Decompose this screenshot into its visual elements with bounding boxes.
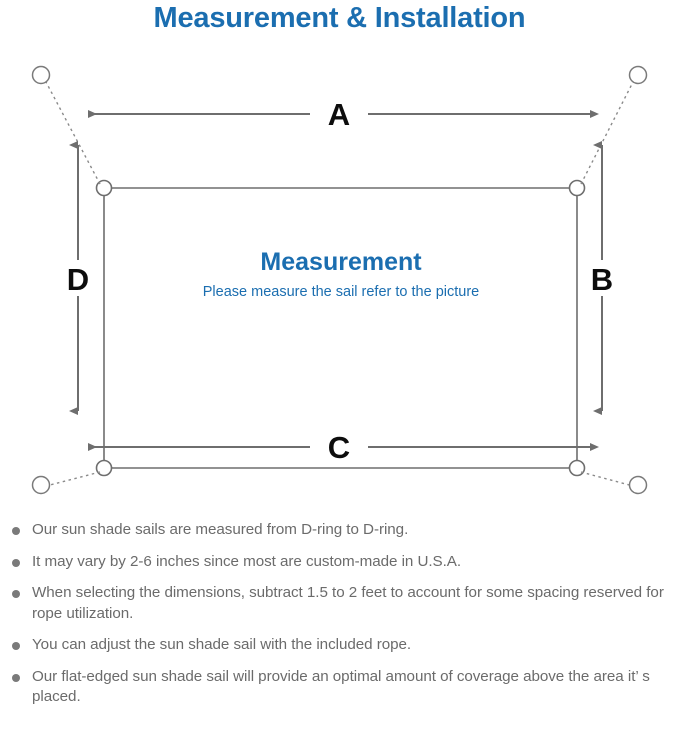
page-title: Measurement & Installation xyxy=(153,2,526,34)
list-item: You can adjust the sun shade sail with t… xyxy=(0,635,679,656)
diagram-center-subtitle: Please measure the sail refer to the pic… xyxy=(203,284,479,300)
bullet-icon xyxy=(12,558,20,567)
rope-line-bottom-left xyxy=(45,471,101,487)
note-text: When selecting the dimensions, subtract … xyxy=(32,584,664,622)
dimension-label-right: B xyxy=(591,262,613,297)
anchor-point-top-left xyxy=(31,65,51,85)
notes-list: Our sun shade sails are measured from D-… xyxy=(0,520,679,708)
d-ring-top-left xyxy=(95,179,113,197)
bullet-icon xyxy=(12,590,20,598)
list-item: When selecting the dimensions, subtract … xyxy=(0,583,679,624)
diagram-center-title: Measurement xyxy=(260,248,422,276)
shade-sail-body xyxy=(103,187,578,469)
note-text: Our flat-edged sun shade sail will provi… xyxy=(32,667,650,706)
bullet-icon xyxy=(12,642,20,650)
d-ring-bottom-left xyxy=(95,459,113,477)
rope-line-bottom-right xyxy=(580,471,634,487)
dimension-label-bottom: C xyxy=(328,430,350,465)
anchor-point-bottom-left xyxy=(31,475,51,495)
note-text: Our sun shade sails are measured from D-… xyxy=(32,521,409,538)
anchor-point-top-right xyxy=(628,65,648,85)
d-ring-bottom-right xyxy=(568,459,586,477)
dimension-label-left: D xyxy=(67,262,89,297)
rope-line-top-right xyxy=(580,81,634,185)
note-text: You can adjust the sun shade sail with t… xyxy=(32,636,412,653)
bullet-icon xyxy=(12,527,20,535)
list-item: It may vary by 2-6 inches since most are… xyxy=(0,552,679,573)
dimension-label-top: A xyxy=(328,97,350,132)
d-ring-top-right xyxy=(568,179,586,197)
list-item: Our sun shade sails are measured from D-… xyxy=(0,520,679,541)
note-text: It may vary by 2-6 inches since most are… xyxy=(32,552,462,570)
list-item: Our flat-edged sun shade sail will provi… xyxy=(0,667,679,708)
anchor-point-bottom-right xyxy=(628,475,648,495)
rope-line-top-left xyxy=(45,81,101,185)
bullet-icon xyxy=(12,673,20,682)
sail-measurement-diagram: A C D B Measurement Please measure the s… xyxy=(31,65,648,495)
